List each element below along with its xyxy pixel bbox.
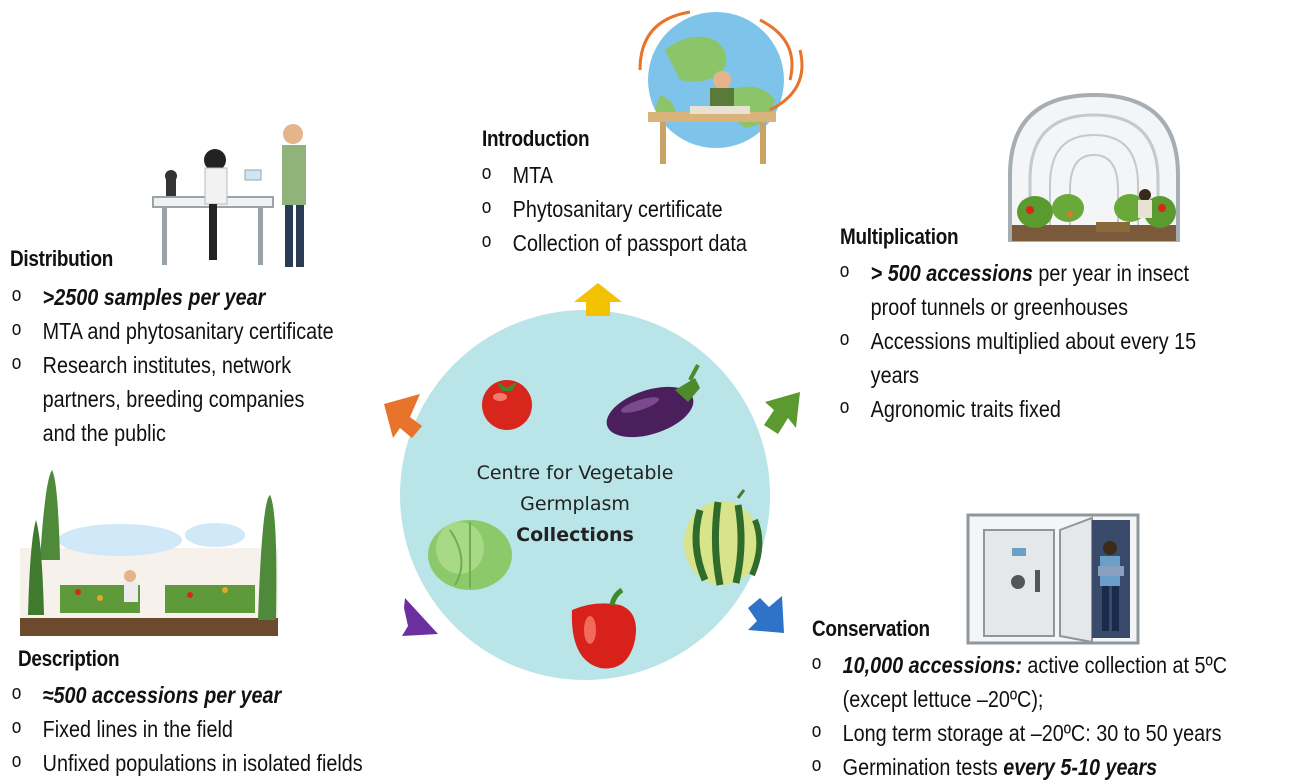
eggplant-icon bbox=[606, 364, 700, 438]
multiplication-heading: Multiplication bbox=[840, 224, 959, 249]
conservation-item-bold: 10,000 accessions: bbox=[842, 652, 1022, 678]
center-line-1: Centre for Vegetable bbox=[476, 462, 674, 484]
field-illustration bbox=[20, 470, 278, 636]
conservation-list: 10,000 accessions: active collection at … bbox=[810, 646, 1228, 781]
conservation-item-bold: every 5-10 years bbox=[1003, 754, 1158, 780]
multiplication-item: > 500 accessions per year in insect proof… bbox=[838, 254, 1196, 324]
distribution-item-text-cont: partners, breeding companies bbox=[42, 386, 305, 412]
distribution-item: >2500 samples per year bbox=[10, 278, 334, 314]
conservation-item: Long term storage at –20ºC: 30 to 50 yea… bbox=[810, 714, 1227, 750]
multiplication-item-bold: > 500 accessions bbox=[870, 260, 1033, 286]
multiplication-item-text: per year in insect bbox=[1032, 260, 1190, 286]
conservation-heading: Conservation bbox=[812, 616, 930, 641]
distribution-item: Research institutes, network partners, br… bbox=[10, 346, 334, 450]
distribution-item-text-cont: and the public bbox=[42, 420, 166, 446]
arrow-right-down-icon bbox=[748, 596, 784, 633]
multiplication-item: Accessions multiplied about every 15 year… bbox=[838, 322, 1197, 392]
conservation-item: Germination tests every 5-10 years bbox=[810, 748, 1227, 781]
tomato-icon bbox=[482, 380, 532, 430]
distribution-item-text: Research institutes, network bbox=[42, 352, 292, 378]
conservation-item: 10,000 accessions: active collection at … bbox=[810, 646, 1228, 716]
multiplication-list: > 500 accessions per year in insect proof… bbox=[838, 254, 1197, 426]
pepper-icon bbox=[571, 587, 636, 669]
watermelon-icon bbox=[684, 489, 763, 586]
globe-reader-illustration bbox=[638, 10, 804, 164]
multiplication-item-text-cont: years bbox=[870, 362, 920, 388]
conservation-item-text: Germination tests bbox=[842, 754, 1004, 780]
arrow-left-up-icon bbox=[384, 394, 422, 438]
introduction-item: MTA bbox=[480, 156, 747, 192]
description-heading: Description bbox=[18, 646, 120, 671]
multiplication-item: Agronomic traits fixed bbox=[838, 390, 1196, 426]
multiplication-item-text: Accessions multiplied about every 15 bbox=[870, 328, 1197, 354]
description-item-bold: ≈500 accessions per year bbox=[42, 682, 282, 708]
distribution-item: MTA and phytosanitary certificate bbox=[10, 312, 334, 348]
description-item: Unfixed populations in isolated fields bbox=[10, 744, 363, 780]
introduction-item: Phytosanitary certificate bbox=[480, 190, 747, 226]
distribution-item-bold: >2500 samples per year bbox=[42, 284, 266, 310]
introduction-item: Collection of passport data bbox=[480, 224, 747, 260]
greenhouse-illustration bbox=[1008, 92, 1180, 242]
description-item: Fixed lines in the field bbox=[10, 710, 363, 746]
distribution-heading: Distribution bbox=[10, 246, 114, 271]
multiplication-item-text-cont: proof tunnels or greenhouses bbox=[870, 294, 1128, 320]
conservation-item-text: active collection at 5ºC bbox=[1021, 652, 1228, 678]
center-line-2: Germplasm bbox=[520, 493, 630, 515]
center-line-3: Collections bbox=[516, 524, 634, 546]
arrow-right-up-icon bbox=[764, 392, 800, 434]
description-item: ≈500 accessions per year bbox=[10, 676, 363, 712]
arrow-left-down-icon bbox=[402, 598, 438, 636]
introduction-list: MTA Phytosanitary certificate Collection… bbox=[480, 156, 747, 260]
distribution-list: >2500 samples per year MTA and phytosani… bbox=[10, 278, 334, 450]
arrow-up-icon bbox=[574, 283, 622, 316]
lettuce-icon bbox=[428, 520, 512, 590]
conservation-item-text-cont: (except lettuce –20ºC); bbox=[842, 686, 1044, 712]
introduction-heading: Introduction bbox=[482, 126, 590, 151]
vault-illustration bbox=[966, 513, 1140, 645]
description-list: ≈500 accessions per year Fixed lines in … bbox=[10, 676, 363, 780]
center-label: Centre for Vegetable Germplasm Collectio… bbox=[455, 458, 695, 551]
lab-illustration bbox=[152, 124, 306, 267]
